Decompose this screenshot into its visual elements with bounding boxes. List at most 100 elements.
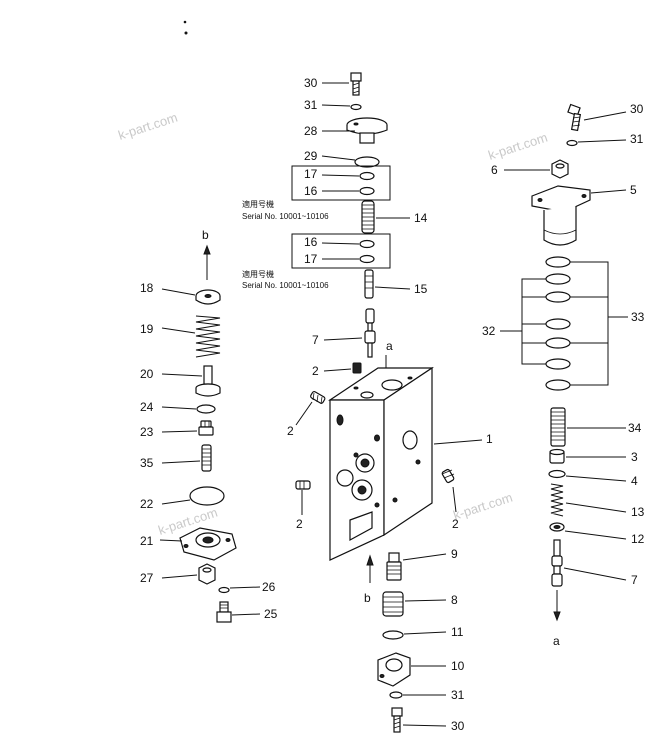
serial-note-2-heading: 適用号機 <box>242 269 274 279</box>
watermark-2: k-part.com <box>486 130 549 163</box>
callout-2-right: 2 <box>452 517 459 531</box>
part-34-spring <box>550 407 566 447</box>
callout-21: 21 <box>140 534 154 548</box>
part-26-washer <box>218 586 230 594</box>
flow-b-top: b <box>202 228 209 242</box>
part-22-o-ring <box>189 486 225 506</box>
flow-a-top: a <box>386 339 393 353</box>
watermark-4: k-part.com <box>451 490 514 523</box>
part-30-bolt-right <box>567 103 582 132</box>
callout-30-right: 30 <box>630 102 644 116</box>
part-2-plug-left-lower <box>295 480 311 490</box>
callout-12: 12 <box>631 532 645 546</box>
callout-29: 29 <box>304 149 318 163</box>
part-19-spring <box>195 315 221 358</box>
part-2-plug-top <box>352 362 362 374</box>
part-31-washer-right <box>566 139 578 147</box>
callout-30-bottom: 30 <box>451 719 465 733</box>
part-16-ring-upper <box>359 186 375 196</box>
part-4-o-ring <box>548 469 566 479</box>
serial-note-1-text: Serial No. 10001~10106 <box>242 212 329 221</box>
callout-17-lower: 17 <box>304 252 318 266</box>
part-20-spool <box>195 365 221 397</box>
callout-7-center: 7 <box>312 333 319 347</box>
callout-11: 11 <box>451 625 464 639</box>
callout-26: 26 <box>262 580 276 594</box>
callout-15: 15 <box>414 282 428 296</box>
callout-2-top: 2 <box>312 364 319 378</box>
callout-17-upper: 17 <box>304 167 318 181</box>
callout-3: 3 <box>631 450 638 464</box>
part-31-washer-top <box>350 103 362 111</box>
part-21-flange <box>179 527 237 561</box>
part-18-cap <box>195 289 221 305</box>
callout-4: 4 <box>631 474 638 488</box>
part-15-poppet <box>364 269 374 299</box>
callout-7-right: 7 <box>631 573 638 587</box>
part-3-plug <box>549 448 565 464</box>
callout-20: 20 <box>140 367 154 381</box>
flow-b-bottom: b <box>364 591 371 605</box>
part-16-ring-lower <box>359 239 375 249</box>
callout-13: 13 <box>631 505 645 519</box>
callout-5: 5 <box>630 183 637 197</box>
callout-6: 6 <box>491 163 498 177</box>
part-13-spring <box>550 483 564 517</box>
callout-30-top: 30 <box>304 76 318 90</box>
callout-19: 19 <box>140 322 154 336</box>
callout-16-lower: 16 <box>304 235 318 249</box>
part-30-bolt-top <box>350 72 362 96</box>
part-30-bolt-bottom <box>391 707 403 733</box>
bracket-33 <box>570 261 609 386</box>
part-8-cap <box>382 591 404 617</box>
callout-31-bottom: 31 <box>451 688 465 702</box>
part-14-spool <box>361 200 375 234</box>
watermark-1: k-part.com <box>116 110 179 143</box>
callout-33: 33 <box>631 310 645 324</box>
part-2-plug-right <box>441 468 455 484</box>
part-25-bolt <box>216 601 232 623</box>
part-11-o-ring <box>382 630 404 640</box>
part-35-stud <box>201 444 212 472</box>
part-7-valve-center <box>364 308 376 358</box>
callout-18: 18 <box>140 281 154 295</box>
part-1-valve-body <box>328 366 434 561</box>
part-7-valve-right <box>551 539 563 587</box>
part-6-nut <box>551 159 569 179</box>
part-17-ring-upper <box>359 171 375 181</box>
group-box-lower <box>291 233 391 269</box>
part-2-plug-left-upper <box>310 391 326 405</box>
part-10-flange <box>377 652 411 687</box>
part-9-nipple <box>386 552 402 581</box>
callout-10: 10 <box>451 659 465 673</box>
callout-25: 25 <box>264 607 278 621</box>
callout-22: 22 <box>140 497 154 511</box>
callout-8: 8 <box>451 593 458 607</box>
part-32-33-o-rings <box>545 256 571 391</box>
part-28-cover <box>346 117 388 144</box>
part-24-o-ring <box>196 404 216 414</box>
callout-24: 24 <box>140 400 154 414</box>
callout-31-right: 31 <box>630 132 644 146</box>
callout-27: 27 <box>140 571 154 585</box>
callout-23: 23 <box>140 425 154 439</box>
bracket-32 <box>521 278 546 365</box>
flow-a-bottom: a <box>553 634 560 648</box>
part-27-nut <box>198 563 216 585</box>
callout-14: 14 <box>414 211 428 225</box>
callout-9: 9 <box>451 547 458 561</box>
callout-32: 32 <box>482 324 496 338</box>
part-5-cover <box>531 185 591 246</box>
part-17-ring-lower <box>359 254 375 264</box>
callout-28: 28 <box>304 124 318 138</box>
group-box-upper <box>291 165 391 201</box>
callout-35: 35 <box>140 456 154 470</box>
callout-16-upper: 16 <box>304 184 318 198</box>
part-23-plug <box>198 420 214 436</box>
part-29-o-ring <box>354 156 380 168</box>
part-31-washer-bottom <box>389 691 403 699</box>
callout-2-left-upper: 2 <box>287 424 294 438</box>
callout-2-left-lower: 2 <box>296 517 303 531</box>
part-12-seat <box>549 522 565 532</box>
